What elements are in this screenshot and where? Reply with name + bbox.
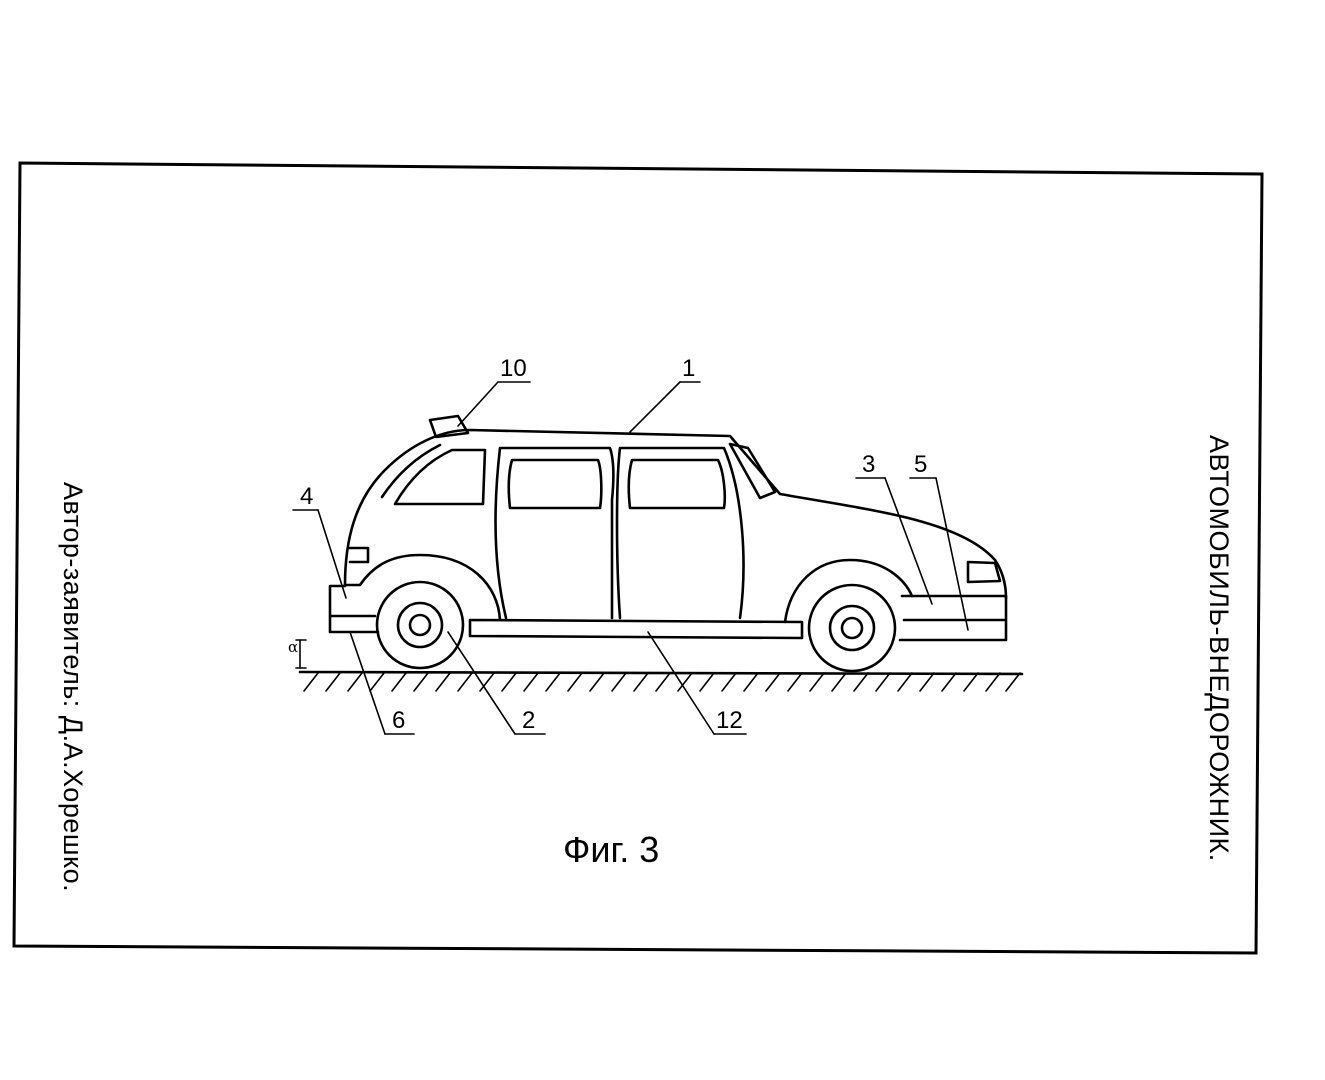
callout-4: 4 <box>300 483 313 510</box>
callout-6: 6 <box>392 707 405 734</box>
angle-symbol: α <box>288 638 298 656</box>
rear-bumper <box>328 584 380 634</box>
ground <box>298 670 1024 692</box>
side-window-rear <box>393 448 487 506</box>
headlight <box>966 560 1002 584</box>
callout-5: 5 <box>914 451 927 478</box>
figure-caption: Фиг. 3 <box>563 829 659 870</box>
front-door-window <box>627 458 727 510</box>
rear-door-window <box>507 458 603 510</box>
callout-10: 10 <box>500 355 527 382</box>
callout-3: 3 <box>862 451 875 478</box>
car <box>328 414 1008 642</box>
car-body <box>343 428 1008 600</box>
rear-wheel-arch <box>343 553 502 622</box>
side-title: АВТОМОБИЛЬ-ВНЕДОРОЖНИК. <box>1204 435 1234 862</box>
side-author: Автор-заявитель: Д.А.Хорешко. <box>58 482 88 892</box>
rocker-panel <box>468 618 804 640</box>
rear-wheel <box>375 580 465 670</box>
front-wheel-arch <box>783 558 914 624</box>
rear-pillar <box>380 443 442 499</box>
front-door <box>615 446 745 620</box>
sheet-frame <box>12 161 1264 955</box>
windshield <box>728 442 777 500</box>
callout-2: 2 <box>522 707 535 734</box>
roof-beacon <box>428 414 470 439</box>
leader-lines <box>292 381 969 735</box>
angle-marker: α <box>288 638 307 669</box>
rear-lamp <box>348 546 370 564</box>
rear-door <box>494 446 615 620</box>
front-bumper <box>898 594 1008 642</box>
callout-12: 12 <box>716 707 743 734</box>
front-wheel <box>807 583 897 673</box>
callout-1: 1 <box>682 355 695 382</box>
